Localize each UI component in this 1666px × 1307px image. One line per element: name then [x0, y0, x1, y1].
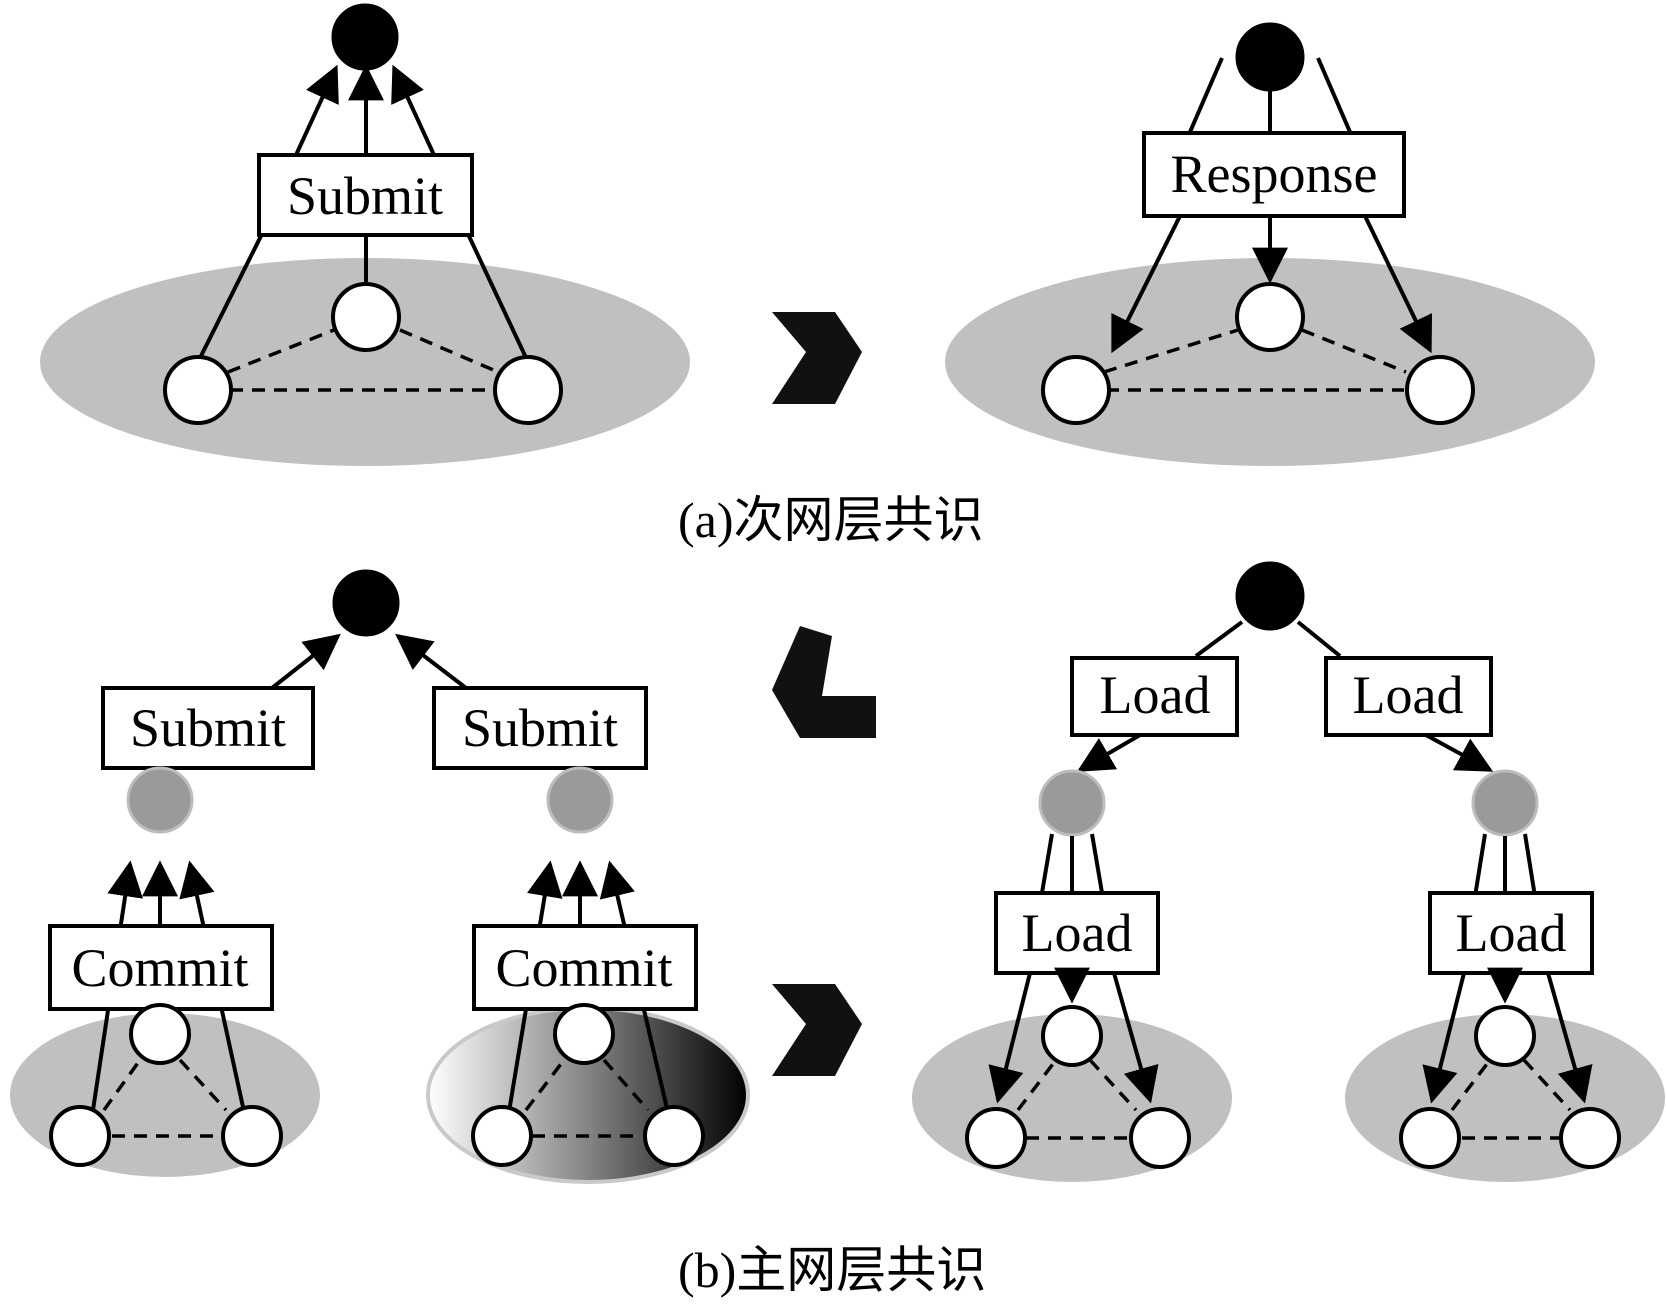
caption-b: (b)主网层共识	[678, 1242, 986, 1298]
main-node	[331, 3, 399, 71]
node-circle	[1129, 1107, 1191, 1169]
node-circle	[1405, 355, 1475, 425]
response-label: Response	[1171, 144, 1378, 204]
main-node	[1235, 561, 1305, 631]
caption-a: (a)次网层共识	[678, 492, 984, 548]
gray-node	[546, 766, 614, 834]
node-circle	[1041, 355, 1111, 425]
main-node	[332, 569, 400, 637]
panel-b-load: Load Load Load Load	[912, 561, 1665, 1182]
node-circle	[553, 1003, 615, 1065]
node-circle	[331, 282, 401, 352]
load-label: Load	[1022, 903, 1133, 963]
load-label: Load	[1353, 665, 1464, 725]
node-circle	[49, 1105, 111, 1167]
node-circle	[643, 1105, 705, 1167]
commit-label: Commit	[495, 938, 672, 998]
submit-label: Submit	[462, 698, 618, 758]
load-label: Load	[1456, 903, 1567, 963]
node-circle	[965, 1107, 1027, 1169]
panel-a-submit: Submit	[40, 3, 690, 466]
panel-b-commit: Submit Submit Commit Commit	[10, 569, 750, 1184]
panel-a-response: Response	[945, 22, 1595, 466]
node-circle	[1399, 1107, 1461, 1169]
node-circle	[471, 1105, 533, 1167]
submit-label: Submit	[287, 166, 443, 226]
node-circle	[1474, 1005, 1536, 1067]
node-circle	[1559, 1107, 1621, 1169]
node-circle	[163, 355, 233, 425]
submit-label: Submit	[130, 698, 286, 758]
chevron-right-icon	[772, 984, 862, 1076]
load-label: Load	[1100, 665, 1211, 725]
node-circle	[221, 1105, 283, 1167]
node-circle	[129, 1003, 191, 1065]
commit-label: Commit	[71, 938, 248, 998]
gray-node	[1471, 769, 1539, 837]
chevron-right-icon	[772, 312, 862, 404]
gray-node	[1038, 769, 1106, 837]
main-node	[1235, 22, 1305, 92]
node-circle	[1041, 1005, 1103, 1067]
gray-node	[126, 766, 194, 834]
node-circle	[1235, 282, 1305, 352]
chevron-left-icon	[772, 626, 876, 738]
node-circle	[493, 355, 563, 425]
